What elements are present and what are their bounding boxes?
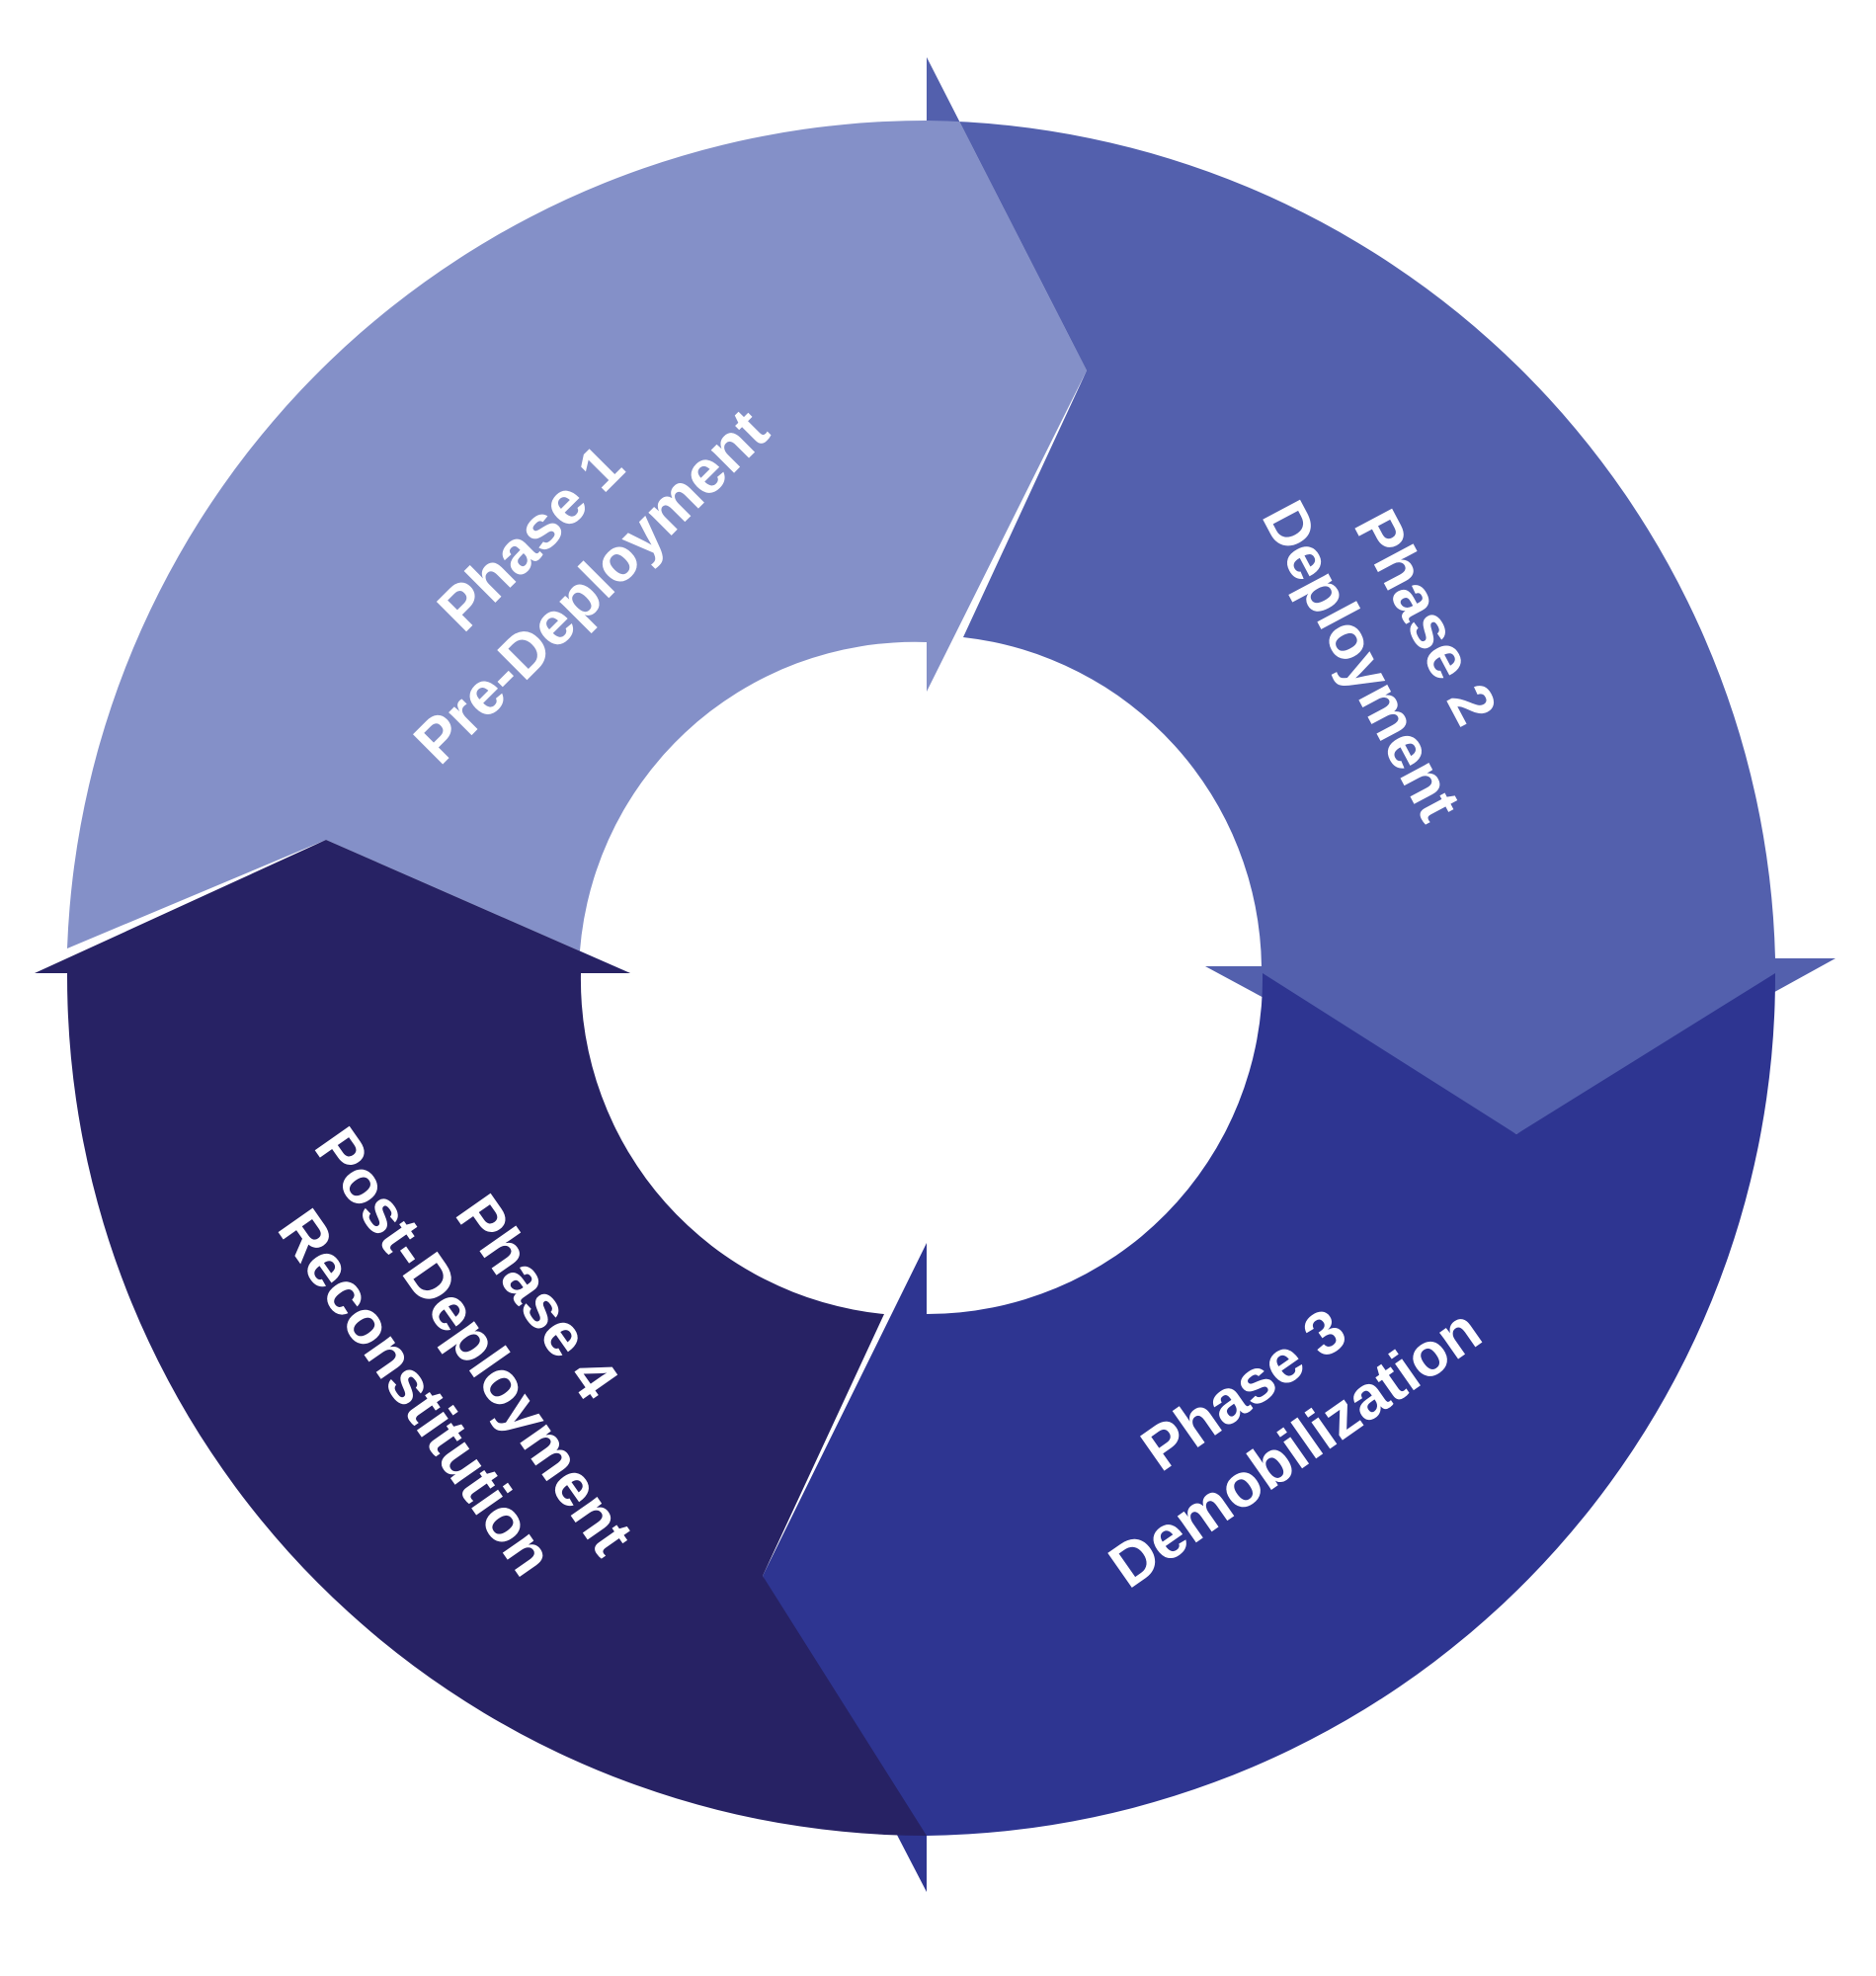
phase-3-segment [763, 973, 1776, 1892]
phase-1-segment [67, 57, 1087, 973]
phase-2-segment [927, 57, 1835, 1134]
phase-4-segment [35, 840, 927, 1836]
